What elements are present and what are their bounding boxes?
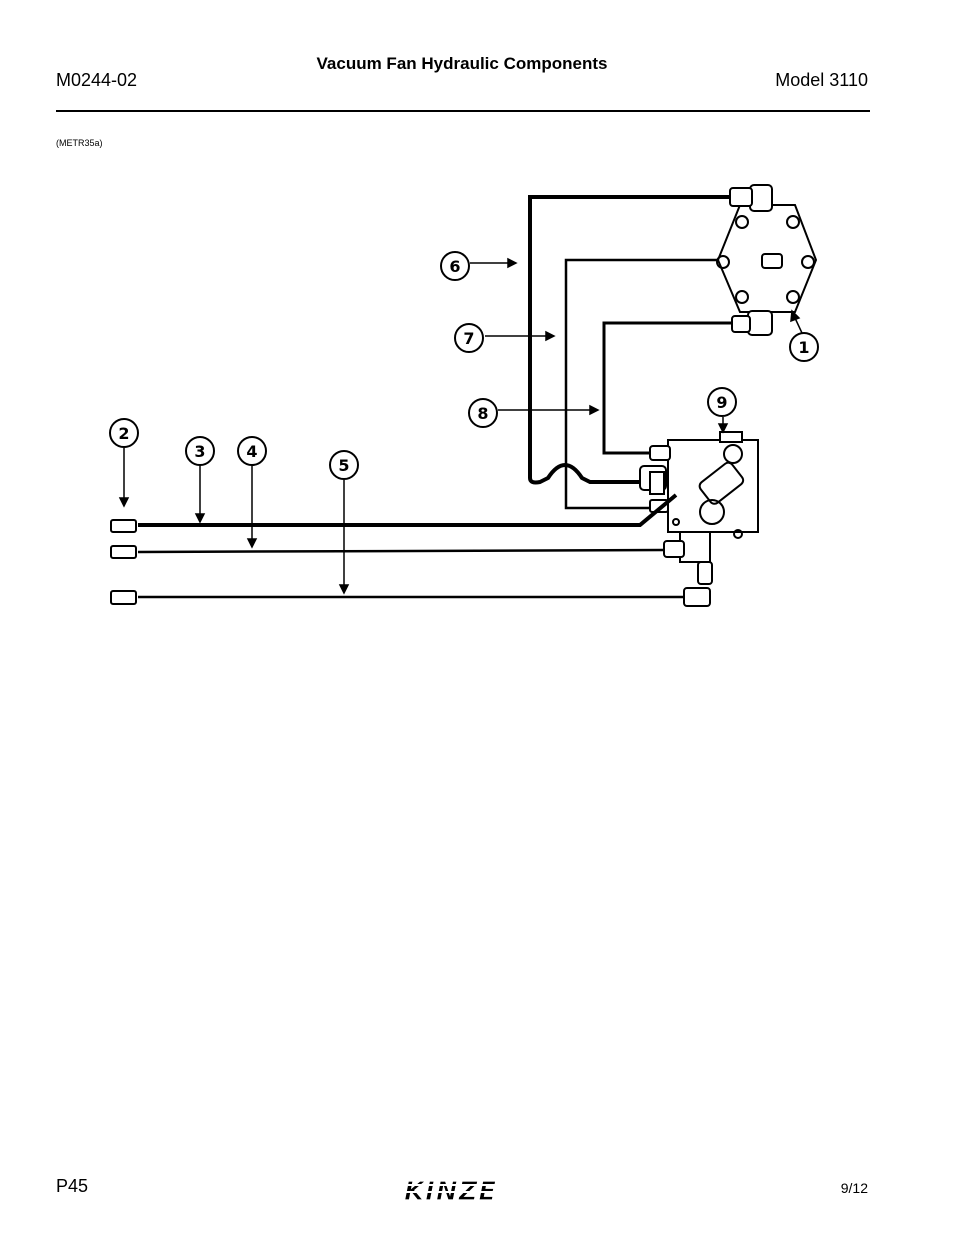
leader-arrows	[118, 257, 803, 595]
callout-4: 4	[237, 436, 267, 466]
callout-6-label: 6	[449, 257, 460, 276]
callout-9: 9	[707, 387, 737, 417]
callout-4-label: 4	[246, 442, 257, 461]
callout-8-label: 8	[477, 404, 488, 423]
callout-6: 6	[440, 251, 470, 281]
callout-3: 3	[185, 436, 215, 466]
page-number: P45	[56, 1176, 89, 1196]
callout-1: 1	[789, 332, 819, 362]
hoses	[137, 195, 732, 599]
callout-8: 8	[468, 398, 498, 428]
valve-block	[639, 431, 759, 607]
fan-motor	[716, 184, 818, 336]
kinze-logo: KINZE	[403, 1176, 518, 1208]
document-number: M0244-02	[56, 70, 138, 90]
callout-2: 2	[109, 418, 139, 448]
callout-5: 5	[329, 450, 359, 480]
callout-1-label: 1	[798, 338, 809, 357]
model-label: Model 3110	[775, 70, 868, 90]
hydraulic-diagram: 1 2 3 4 5 6 7 8 9	[109, 184, 819, 607]
callout-7: 7	[454, 323, 484, 353]
callout-2-label: 2	[118, 424, 129, 443]
figure-reference: (METR35a)	[56, 138, 103, 148]
header-rule	[56, 110, 870, 112]
hose-couplers	[110, 519, 137, 605]
callout-3-label: 3	[194, 442, 205, 461]
callout-7-label: 7	[463, 329, 474, 348]
page-title: Vacuum Fan Hydraulic Components	[316, 54, 608, 73]
revision-date: 9/12	[840, 1180, 868, 1196]
callout-9-label: 9	[716, 393, 727, 412]
callout-5-label: 5	[338, 456, 349, 475]
